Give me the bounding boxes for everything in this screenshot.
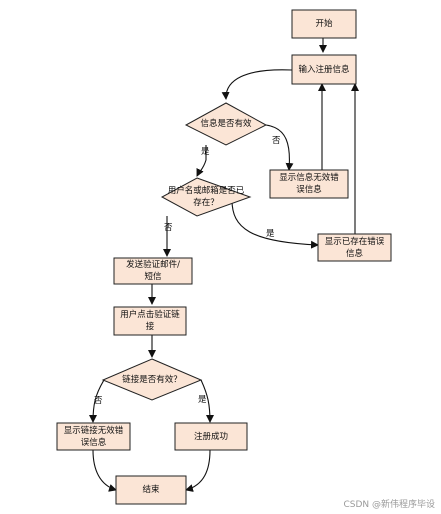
edge-link-error-to-end (92, 449, 117, 492)
node-link-valid-decision-shape (101, 358, 203, 401)
edge-input-to-info-decision (221, 69, 293, 100)
node-register-success-shape (174, 422, 248, 451)
csdn-watermark: CSDN @新伟程序毕设 (343, 500, 435, 510)
edge-success-to-end (185, 449, 211, 492)
node-send-verification-shape (113, 257, 193, 285)
edge-link-yes-to-success (200, 379, 214, 423)
node-input-info-shape (291, 54, 357, 85)
node-show-info-invalid-shape (269, 169, 349, 199)
node-show-exists-error-shape (317, 233, 392, 262)
edge-label-exists-no: 否 (164, 223, 173, 233)
node-start-shape (291, 9, 357, 39)
node-end-shape (115, 475, 187, 505)
edge-label-info-no: 否 (272, 136, 281, 146)
node-show-link-invalid-shape (56, 422, 131, 451)
edge-label-link-yes: 是 (198, 395, 207, 405)
edge-label-info-yes: 是 (201, 147, 210, 157)
node-user-exists-decision-shape (160, 177, 252, 217)
edge-link-no-to-error (89, 379, 105, 423)
node-user-click-link-shape (113, 306, 187, 336)
node-info-valid-decision-shape (184, 102, 268, 146)
edge-info-yes-to-exists-decision (196, 145, 207, 177)
edge-info-no-to-error (265, 124, 294, 171)
edge-exists-yes-to-error (231, 199, 319, 249)
edge-label-link-no: 否 (94, 396, 103, 406)
edge-label-exists-yes: 是 (266, 229, 275, 239)
